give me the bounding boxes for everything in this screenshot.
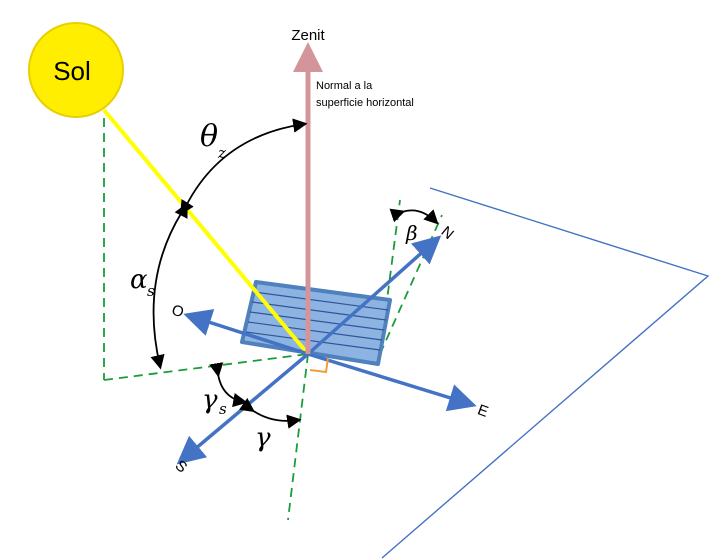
gamma-s-sub: s	[219, 400, 227, 418]
theta-arc	[174, 118, 308, 219]
theta-z-symbol: θ	[200, 119, 218, 154]
gamma-s-arc	[209, 362, 248, 408]
gamma-arc	[239, 397, 302, 429]
north-label: N	[438, 223, 457, 243]
normal-note-line1: Normal a la	[316, 80, 373, 92]
east-axis	[307, 352, 477, 412]
alpha-arc	[150, 199, 194, 370]
gamma-symbol: γ	[255, 423, 271, 453]
west-axis	[183, 309, 309, 356]
normal-note-line2: superficie horizontal	[316, 97, 414, 109]
alpha-s-symbol: α	[130, 265, 148, 295]
theta-z-sub: z	[217, 144, 226, 162]
sun-label: Sol	[53, 56, 91, 86]
south-label: S	[172, 457, 191, 476]
ground-plane	[381, 187, 710, 559]
right-angle-marker	[309, 357, 329, 374]
south-axis	[176, 352, 310, 465]
north-axis	[306, 235, 442, 356]
gamma-s-symbol: γ	[202, 385, 218, 415]
zenith-label: Zenit	[291, 27, 325, 44]
east-label: E	[475, 401, 490, 420]
alpha-s-sub: s	[147, 282, 155, 300]
west-label: O	[169, 301, 186, 321]
angle-arcs	[150, 118, 439, 429]
solar-panel	[240, 280, 392, 366]
beta-symbol: β	[405, 221, 418, 245]
beta-arc	[389, 208, 439, 225]
sun-ray	[102, 108, 310, 356]
sun: Sol	[28, 22, 124, 118]
